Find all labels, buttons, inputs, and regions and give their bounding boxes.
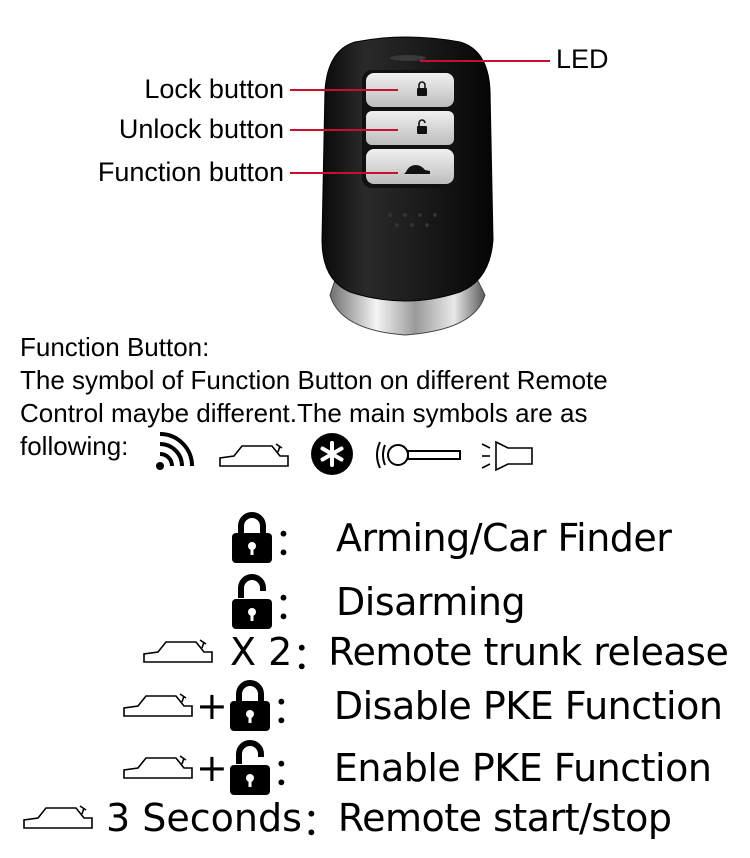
function-button-label: Function button — [97, 157, 284, 187]
description-line-1: The symbol of Function Button on differe… — [20, 365, 608, 395]
lock-open-icon — [229, 740, 270, 795]
legend-plus: + — [196, 684, 228, 728]
signal-icon — [156, 432, 194, 470]
fob-unlock-button — [366, 111, 454, 145]
car-icon — [123, 693, 193, 717]
car-icon — [219, 443, 289, 467]
description-heading: Function Button: — [20, 332, 210, 362]
legend-text-arming: Arming/Car Finder — [336, 516, 672, 560]
lock-callout-line — [290, 89, 398, 91]
lock-closed-icon — [229, 680, 270, 731]
function-callout-line — [290, 172, 398, 174]
car-icon — [143, 639, 213, 663]
colon: ： — [292, 633, 331, 678]
legend-plus: + — [196, 746, 228, 790]
colon: ： — [274, 519, 313, 564]
key-fob-illustration — [321, 36, 494, 336]
asterisk-icon — [311, 433, 353, 475]
unlock-button-label: Unlock button — [118, 114, 284, 144]
lock-button-label: Lock button — [144, 74, 284, 104]
legend-row-trunk: X 2 ： Remote trunk release — [140, 624, 729, 680]
legend-prefix-3-seconds: 3 Seconds — [106, 796, 302, 840]
colon: ： — [274, 583, 313, 628]
legend-text-remote-start: Remote start/stop — [337, 796, 672, 840]
lock-closed-icon — [232, 512, 272, 563]
car-icon — [123, 755, 193, 779]
legend-text-disable-pke: Disable PKE Function — [333, 684, 723, 728]
colon: ： — [271, 749, 310, 794]
legend-row-disable-pke: + ： Disable PKE Function — [120, 678, 723, 734]
led-label: LED — [556, 44, 609, 74]
legend-text-enable-pke: Enable PKE Function — [333, 746, 712, 790]
description-line-3: following: — [20, 431, 129, 461]
light-icon — [481, 440, 533, 472]
led-callout-line — [420, 60, 550, 62]
colon: ： — [271, 687, 310, 732]
colon: ： — [301, 799, 340, 844]
legend-row-enable-pke: + ： Enable PKE Function — [120, 740, 712, 796]
legend-row-disarming: ： Disarming — [230, 574, 526, 630]
unlock-callout-line — [290, 129, 398, 131]
description-line-2: Control maybe different.The main symbols… — [20, 398, 588, 428]
legend-text-trunk: Remote trunk release — [328, 630, 729, 674]
lock-open-icon — [232, 574, 272, 629]
fob-function-button — [366, 149, 454, 184]
legend-row-arming: ： Arming/Car Finder — [230, 510, 672, 566]
key-icon — [376, 441, 461, 469]
car-icon — [23, 805, 93, 829]
legend-prefix-x2: X 2 — [230, 630, 293, 674]
legend-text-disarming: Disarming — [336, 580, 526, 624]
fob-lock-button — [366, 73, 454, 107]
legend-row-remote-start: 3 Seconds ： Remote start/stop — [20, 790, 672, 846]
